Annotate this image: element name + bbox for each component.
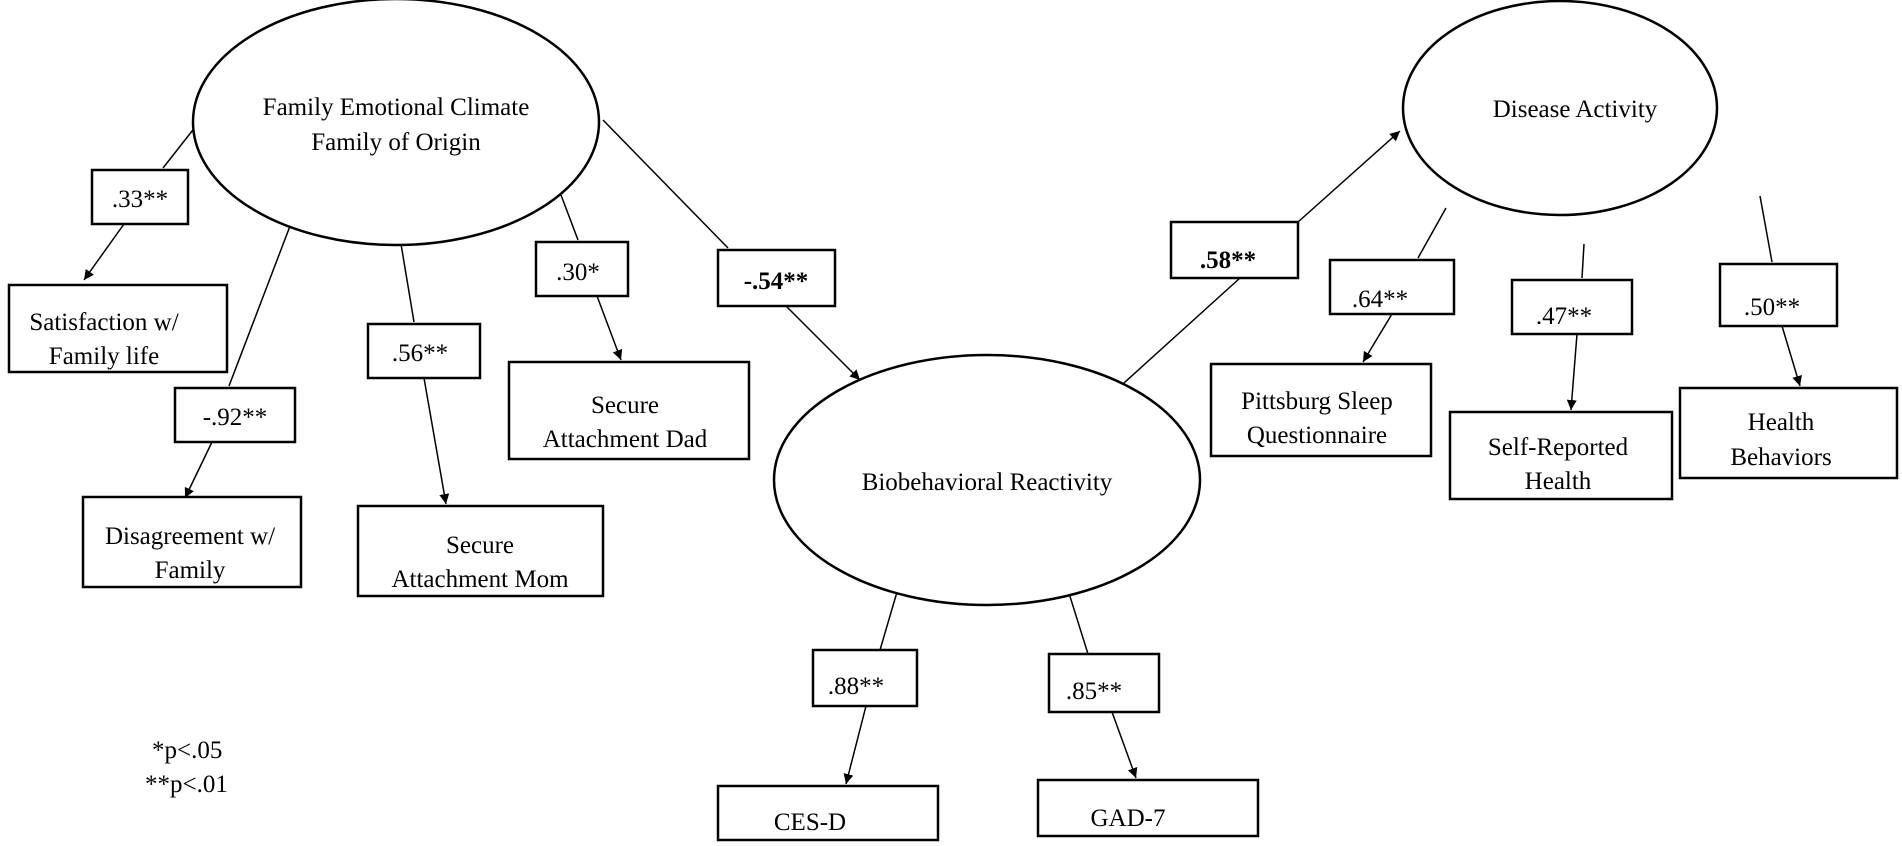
coef-secure-dad: .30* (534, 240, 630, 298)
coef-climate-to-bio-text: -.54** (744, 268, 809, 295)
coef-health-behaviors: .50** (1718, 262, 1839, 328)
path-climate-satisfaction (162, 125, 197, 169)
indicator-secure-mom: Secure Attachment Mom (356, 504, 605, 598)
latent-family-climate-line1: Family Emotional Climate (263, 94, 530, 121)
arrow-climate-satisfaction (83, 223, 125, 281)
coef-satisfaction: .33** (90, 168, 190, 226)
coef-satisfaction-text: .33** (112, 186, 168, 213)
coef-pittsburg-text: .64** (1352, 286, 1408, 313)
indicator-cesd: CES-D (716, 784, 940, 842)
indicator-pittsburg: Pittsburg Sleep Questionnaire (1209, 362, 1433, 458)
indicator-secure-dad-line2: Attachment Dad (543, 426, 708, 453)
arrow-bio-cesd (843, 705, 867, 785)
latent-disease-activity-label: Disease Activity (1493, 96, 1658, 123)
latent-disease-activity: Disease Activity (1401, 0, 1719, 217)
indicator-satisfaction: Satisfaction w/ Family life (7, 283, 229, 374)
indicator-disagreement-line2: Family (155, 557, 226, 584)
arrow-bio-disease (1297, 130, 1401, 223)
coef-self-health-text: .47** (1536, 303, 1592, 330)
indicator-health-behaviors: Health Behaviors (1678, 386, 1899, 480)
indicator-gad7-label: GAD-7 (1091, 805, 1166, 832)
indicator-secure-mom-line1: Secure (446, 532, 514, 559)
arrow-climate-dad (596, 295, 623, 361)
coef-secure-dad-text: .30* (556, 259, 600, 286)
significance-legend: *p<.05 **p<.01 (145, 737, 228, 798)
coef-bio-to-disease: .58** (1169, 220, 1300, 280)
indicator-satisfaction-line2: Family life (49, 343, 159, 370)
latent-biobehavioral-label: Biobehavioral Reactivity (862, 469, 1113, 496)
indicator-secure-mom-line2: Attachment Mom (391, 566, 569, 593)
coef-cesd-text: .88** (828, 673, 884, 700)
coef-disagreement-text: -.92** (203, 404, 268, 431)
arrow-disease-behaviors (1781, 325, 1802, 387)
indicator-health-behaviors-line1: Health (1748, 409, 1815, 436)
path-bio-disease (1113, 277, 1241, 393)
indicator-gad7: GAD-7 (1036, 778, 1260, 838)
coef-bio-to-disease-text: .58** (1200, 247, 1256, 274)
path-disease-health (1581, 243, 1585, 279)
latent-family-climate: Family Emotional Climate Family of Origi… (191, 0, 601, 247)
indicator-health-behaviors-line2: Behaviors (1730, 444, 1831, 471)
indicator-self-reported-health: Self-Reported Health (1448, 410, 1674, 501)
coef-gad7: .85** (1047, 652, 1161, 714)
path-disease-behaviors (1759, 195, 1773, 263)
legend-p05: *p<.05 (152, 737, 222, 764)
coef-disagreement: -.92** (173, 386, 297, 444)
indicator-secure-dad: Secure Attachment Dad (507, 360, 751, 461)
arrow-disease-health (1566, 333, 1578, 411)
indicator-pittsburg-line2: Questionnaire (1247, 422, 1387, 449)
coef-self-health: .47** (1510, 278, 1634, 336)
indicator-self-health-line1: Self-Reported (1488, 434, 1629, 461)
indicator-self-health-line2: Health (1525, 468, 1592, 495)
arrow-climate-mom (423, 377, 450, 505)
path-climate-dad (560, 194, 579, 241)
coef-health-behaviors-text: .50** (1744, 294, 1800, 321)
indicator-cesd-label: CES-D (774, 809, 846, 836)
arrow-climate-bio (785, 305, 861, 381)
arrow-climate-disagreement (184, 441, 213, 499)
indicator-secure-dad-line1: Secure (591, 392, 659, 419)
path-bio-gad7 (1067, 589, 1089, 655)
legend-p01: **p<.01 (145, 771, 228, 798)
path-climate-bio (602, 119, 729, 249)
latent-biobehavioral: Biobehavioral Reactivity (772, 353, 1202, 607)
path-climate-mom (400, 243, 415, 323)
coef-secure-mom-text: .56** (392, 340, 448, 367)
arrow-disease-pittsburg (1362, 313, 1393, 363)
coef-secure-mom: .56** (366, 322, 482, 380)
indicator-pittsburg-line1: Pittsburg Sleep (1241, 388, 1393, 415)
latent-family-climate-line2: Family of Origin (311, 129, 481, 156)
coef-climate-to-bio: -.54** (716, 248, 837, 308)
coef-gad7-text: .85** (1066, 678, 1122, 705)
indicator-disagreement-line1: Disagreement w/ (105, 523, 275, 550)
coef-cesd: .88** (811, 648, 919, 708)
arrow-bio-gad7 (1111, 711, 1138, 779)
path-bio-cesd (879, 591, 898, 651)
indicator-disagreement: Disagreement w/ Family (81, 495, 303, 589)
coef-pittsburg: .64** (1328, 258, 1456, 316)
path-disease-pittsburg (1417, 207, 1447, 259)
indicator-satisfaction-line1: Satisfaction w/ (29, 309, 178, 336)
